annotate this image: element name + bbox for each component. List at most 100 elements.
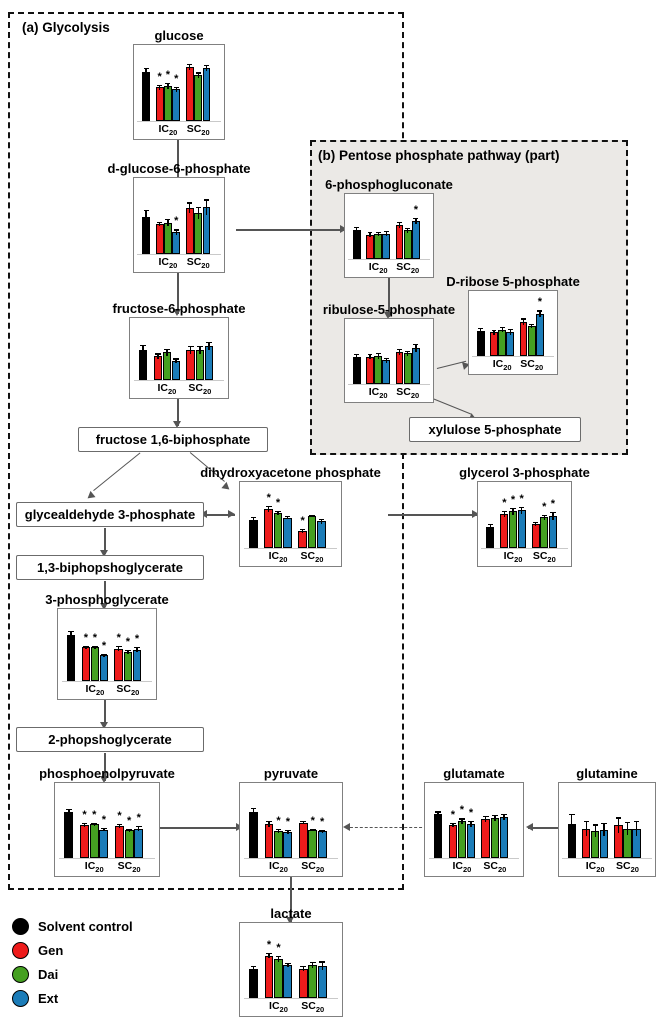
chart-baseline xyxy=(428,858,520,859)
legend-label: Dai xyxy=(38,967,59,982)
significance-star: * xyxy=(125,636,130,649)
error-bar-cap xyxy=(155,353,161,355)
bar-gen xyxy=(366,356,374,384)
error-bar xyxy=(501,326,503,333)
bar-gen xyxy=(264,509,274,548)
error-bar-cap xyxy=(499,326,505,328)
error-bar-cap xyxy=(529,324,535,326)
error-bar xyxy=(138,826,140,831)
group-label-ic20: IC20 xyxy=(269,860,288,875)
significance-star: * xyxy=(117,809,122,822)
legend-item-solvent-control[interactable]: Solvent control xyxy=(12,918,133,935)
legend-item-dai[interactable]: Dai xyxy=(12,966,58,983)
error-bar-cap xyxy=(309,962,316,964)
error-bar xyxy=(145,68,147,76)
chart-title: fructose-6-phosphate xyxy=(112,301,246,316)
error-bar xyxy=(626,822,629,835)
error-bar xyxy=(494,814,496,821)
error-bar xyxy=(252,807,255,817)
error-bar xyxy=(166,349,168,356)
bar-ext xyxy=(172,232,181,254)
error-bar xyxy=(118,645,120,652)
error-bar-cap xyxy=(541,514,547,516)
legend-label: Solvent control xyxy=(38,919,133,934)
error-bar xyxy=(142,345,144,355)
node-1-3-biphopshoglycerate[interactable]: 1,3-biphopshoglycerate xyxy=(16,555,204,580)
significance-star: * xyxy=(174,72,179,85)
significance-star: * xyxy=(174,215,179,228)
node-xylulose-5-phosphate[interactable]: xylulose 5-phosphate xyxy=(409,417,581,442)
bar-ext xyxy=(517,510,526,548)
error-bar xyxy=(190,345,192,354)
error-bar xyxy=(301,529,304,533)
node-glycealdehyde-3-phosphate[interactable]: glycealdehyde 3-phosphate xyxy=(16,502,204,527)
error-bar xyxy=(189,202,191,214)
group-label-sc20: SC20 xyxy=(300,550,324,565)
arrow-6pg-to-ru5p xyxy=(383,312,392,319)
error-bar-cap xyxy=(624,822,631,824)
bar-dai xyxy=(163,86,172,121)
bar-ext xyxy=(317,831,327,858)
error-bar xyxy=(522,318,525,326)
error-bar xyxy=(452,822,454,828)
error-bar-cap xyxy=(83,645,89,648)
bar-dai xyxy=(403,353,412,384)
significance-star: * xyxy=(550,498,556,510)
error-bar xyxy=(356,353,358,360)
error-bar-cap xyxy=(81,822,88,824)
connector-2pg-to-pep xyxy=(104,753,106,781)
chart-title: 3-phosphoglycerate xyxy=(45,592,169,607)
significance-star: * xyxy=(468,806,474,819)
error-bar-cap xyxy=(165,219,171,221)
significance-star: * xyxy=(136,812,141,825)
error-bar xyxy=(268,820,270,827)
chart-title: glycerol 3-phosphate xyxy=(459,465,590,480)
arrow-f6p-to-fbp xyxy=(172,421,181,428)
significance-star: * xyxy=(276,815,281,828)
node-fructose-1-6-biphosphate[interactable]: fructose 1,6-biphosphate xyxy=(78,427,268,452)
error-bar xyxy=(277,956,280,962)
error-bar xyxy=(158,85,161,90)
error-bar-cap xyxy=(92,645,98,648)
error-bar-cap xyxy=(533,522,539,524)
error-bar xyxy=(539,310,541,318)
group-label-sc20: SC20 xyxy=(483,860,507,875)
error-bar xyxy=(252,517,255,523)
connector-dhap-to-g3p xyxy=(388,514,478,516)
bar-ext xyxy=(382,233,391,259)
connector-3pg-to-2pg xyxy=(104,700,106,726)
error-bar-cap xyxy=(116,823,123,826)
bar-dai xyxy=(308,964,318,998)
chart-title: dihydroxyacetone phosphate xyxy=(200,465,381,480)
error-bar-cap xyxy=(265,506,272,508)
significance-star: * xyxy=(542,500,547,513)
error-bar xyxy=(312,962,314,968)
error-bar xyxy=(594,824,596,838)
error-bar-cap xyxy=(478,327,484,329)
bar-dai xyxy=(273,959,283,998)
arrow-g6p-to-6pg xyxy=(340,224,347,233)
legend-item-gen[interactable]: Gen xyxy=(12,942,63,959)
error-bar xyxy=(493,330,495,335)
node-label: 1,3-biphopshoglycerate xyxy=(37,560,183,575)
bar-gen xyxy=(114,826,125,858)
arrow-ga3p-to-dhap xyxy=(228,509,235,518)
node-2-phopshoglycerate[interactable]: 2-phopshoglycerate xyxy=(16,727,204,752)
legend-item-ext[interactable]: Ext xyxy=(12,990,58,1007)
significance-star: * xyxy=(276,942,281,955)
group-label-ic20: IC20 xyxy=(158,256,178,271)
